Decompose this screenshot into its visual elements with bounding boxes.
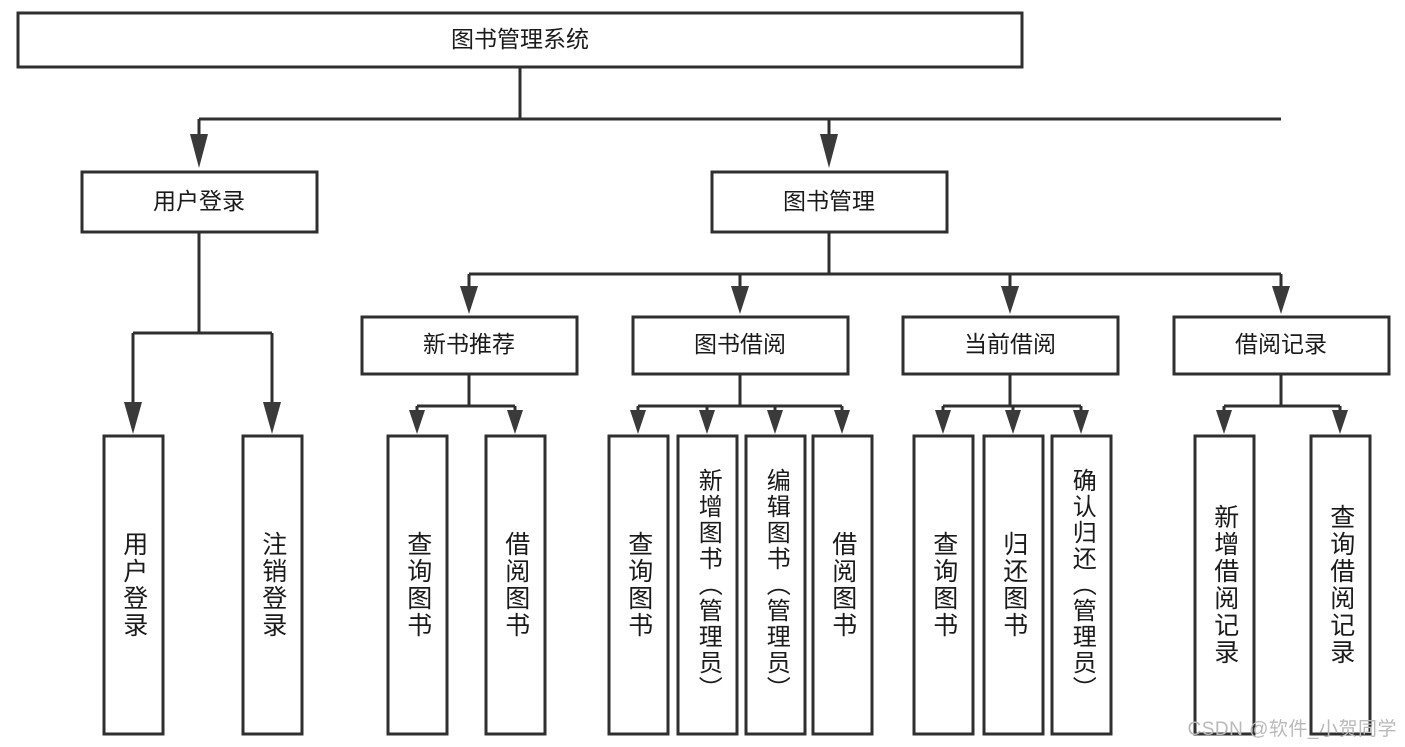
connector-book-borrow-to-leaves: [630, 374, 850, 434]
node-level3-current-borrow-label: 当前借阅: [964, 331, 1056, 357]
leaf-box-1[interactable]: [102, 434, 165, 736]
node-level3-current-borrow-box[interactable]: [901, 315, 1120, 376]
node-level3-new-book-recommend-box[interactable]: [360, 315, 579, 376]
arrow-head-leaf-12: [1216, 410, 1232, 434]
node-level2-book-management[interactable]: 图书管理: [710, 170, 949, 234]
leaf-box-11[interactable]: [1050, 434, 1113, 736]
node-level3-borrow-record-label: 借阅记录: [1235, 331, 1327, 357]
arrow-head-leaf-7: [767, 410, 783, 434]
watermark-text: CSDN @软件_小贺同学: [1187, 719, 1397, 740]
leaf-box-6[interactable]: [676, 434, 739, 736]
arrow-head-borrow: [731, 286, 749, 314]
node-level3-book-borrow-box[interactable]: [631, 315, 850, 376]
arrow-head-new-book: [460, 286, 478, 314]
arrow-head-leaf-1: [124, 402, 142, 434]
leaf-box-9[interactable]: [912, 434, 975, 736]
arrow-head-leaf-10: [1005, 410, 1021, 434]
leaf-box-13[interactable]: [1309, 434, 1372, 736]
node-level2-user-login-label: 用户登录: [153, 188, 245, 214]
connector-root-to-level2: [190, 67, 1281, 168]
node-root[interactable]: 图书管理系统: [16, 11, 1024, 69]
node-level2-book-management-box[interactable]: [710, 170, 949, 234]
arrow-head-leaf-13: [1332, 410, 1348, 434]
node-level3-book-borrow[interactable]: 图书借阅: [631, 315, 850, 376]
node-level3-borrow-record[interactable]: 借阅记录: [1172, 315, 1391, 376]
leaf-box-7[interactable]: [744, 434, 807, 736]
connector-current-borrow-to-leaves: [935, 374, 1089, 434]
connector-new-book-to-leaves: [409, 374, 523, 434]
arrow-head-leaf-6: [699, 410, 715, 434]
arrow-head-leaf-5: [630, 410, 646, 434]
connector-borrow-record-to-leaves: [1216, 374, 1348, 434]
arrow-head-leaf-11: [1073, 410, 1089, 434]
leaf-boxes: [102, 434, 1372, 736]
node-level3-current-borrow[interactable]: 当前借阅: [901, 315, 1120, 376]
connector-user-login-to-leaves: [124, 232, 281, 434]
node-level3-new-book-recommend-label: 新书推荐: [423, 331, 515, 357]
arrow-head-leaf-4: [507, 410, 523, 434]
node-root-box[interactable]: [16, 11, 1024, 69]
leaf-box-10[interactable]: [982, 434, 1045, 736]
node-level2-book-management-label: 图书管理: [783, 188, 875, 214]
arrow-head-leaf-2: [263, 402, 281, 434]
node-level2-user-login[interactable]: 用户登录: [80, 170, 319, 234]
leaf-box-4[interactable]: [484, 434, 547, 736]
connector-book-management-to-level3: [460, 232, 1290, 314]
node-level3-borrow-record-box[interactable]: [1172, 315, 1391, 376]
node-level3-new-book-recommend[interactable]: 新书推荐: [360, 315, 579, 376]
leaf-box-3[interactable]: [386, 434, 449, 736]
node-level3-book-borrow-label: 图书借阅: [694, 331, 786, 357]
arrow-head-leaf-8: [834, 410, 850, 434]
node-root-label: 图书管理系统: [451, 26, 589, 52]
leaf-box-8[interactable]: [811, 434, 874, 736]
arrow-head-user-login: [190, 134, 208, 168]
arrow-head-leaf-3: [409, 410, 425, 434]
arrow-head-book-mgmt: [820, 134, 838, 168]
leaf-box-5[interactable]: [607, 434, 670, 736]
arrow-head-borrow-record: [1272, 286, 1290, 314]
leaf-box-12[interactable]: [1193, 434, 1256, 736]
arrow-head-leaf-9: [935, 410, 951, 434]
arrow-head-current-borrow: [1001, 286, 1019, 314]
leaf-box-2[interactable]: [241, 434, 304, 736]
